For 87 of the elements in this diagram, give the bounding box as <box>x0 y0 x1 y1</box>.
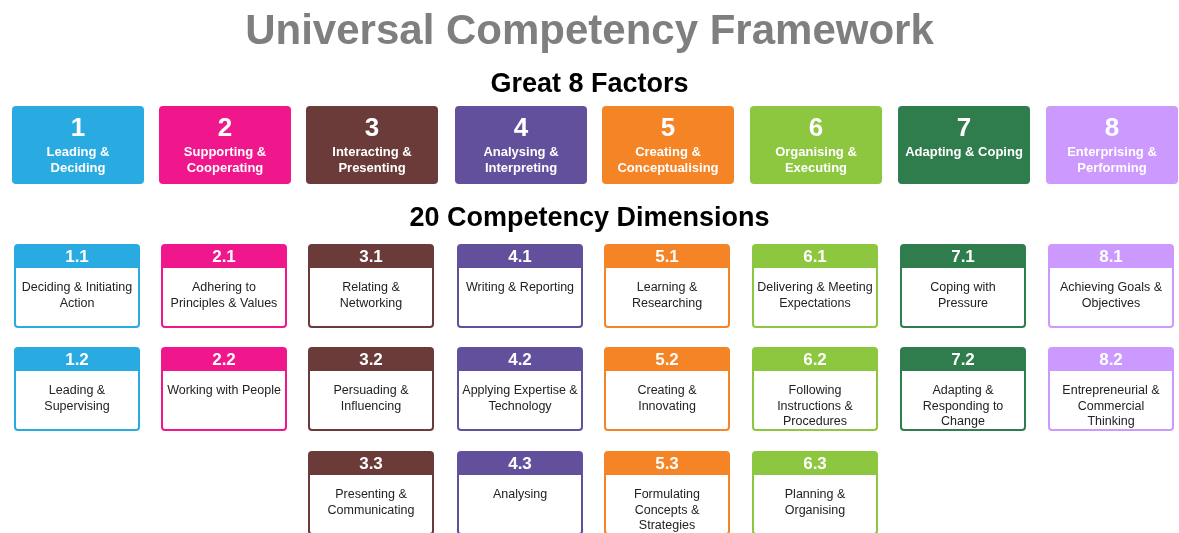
competency-number-header: 4.2 <box>459 349 581 371</box>
factor-number: 7 <box>955 112 973 142</box>
factor-card <box>750 106 882 184</box>
competency-card <box>14 347 140 431</box>
factor-name: Supporting & Cooperating <box>182 144 268 176</box>
competency-name: Delivering & Meeting Expectations <box>757 280 873 311</box>
competency-name: Working with People <box>166 383 282 399</box>
factor-name: Adapting & Coping <box>904 144 1024 160</box>
competency-number-header: 2.2 <box>163 349 285 371</box>
competency-card <box>1048 244 1174 328</box>
competency-number-header: 5.3 <box>606 453 728 475</box>
competency-card <box>457 347 583 431</box>
factor-card <box>455 106 587 184</box>
competency-number-header: 4.1 <box>459 246 581 268</box>
competency-name: Formulating Concepts & Strategies <box>633 487 701 533</box>
competency-name: Adhering to Principles & Values <box>169 280 279 311</box>
competency-number-header: 2.1 <box>163 246 285 268</box>
competency-card <box>604 347 730 431</box>
factor-card <box>898 106 1030 184</box>
competency-name: Persuading & Influencing <box>332 383 410 414</box>
competency-name: Writing & Reporting <box>464 280 576 296</box>
competency-number-header: 6.3 <box>754 453 876 475</box>
competency-number-header: 8.2 <box>1050 349 1172 371</box>
competency-card <box>752 244 878 328</box>
diagram-title: Universal Competency Framework <box>244 6 935 54</box>
competency-card <box>308 244 434 328</box>
competency-number-header: 8.1 <box>1050 246 1172 268</box>
factor-number: 4 <box>512 112 530 142</box>
competency-number-header: 3.2 <box>310 349 432 371</box>
competency-name: Planning & Organising <box>783 487 847 518</box>
factor-name: Leading & Deciding <box>45 144 111 176</box>
factor-number: 1 <box>69 112 87 142</box>
competency-number-header: 1.1 <box>16 246 138 268</box>
competency-number-header: 5.1 <box>606 246 728 268</box>
competency-card <box>900 347 1026 431</box>
factor-number: 8 <box>1103 112 1121 142</box>
competency-number-header: 3.3 <box>310 453 432 475</box>
factor-card <box>602 106 734 184</box>
competency-number-header: 5.2 <box>606 349 728 371</box>
factor-name: Organising & Executing <box>774 144 858 176</box>
factor-name: Creating & Conceptualising <box>616 144 720 176</box>
factor-name: Analysing & Interpreting <box>482 144 560 176</box>
competency-number-header: 4.3 <box>459 453 581 475</box>
competency-card <box>1048 347 1174 431</box>
competency-card <box>308 347 434 431</box>
competency-name: Coping with Pressure <box>929 280 997 311</box>
competency-card <box>604 451 730 533</box>
competency-number-header: 3.1 <box>310 246 432 268</box>
competency-number-header: 6.2 <box>754 349 876 371</box>
competency-name: Analysing <box>491 487 549 503</box>
section-heading: Great 8 Factors <box>489 68 690 99</box>
factor-card <box>306 106 438 184</box>
competency-card <box>14 244 140 328</box>
competency-name: Relating & Networking <box>338 280 404 311</box>
factor-card <box>159 106 291 184</box>
factor-number: 3 <box>363 112 381 142</box>
competency-name: Adapting & Responding to Change <box>921 383 1005 430</box>
competency-name: Entrepreneurial & Commercial Thinking <box>1061 383 1161 430</box>
factor-card <box>12 106 144 184</box>
factor-number: 2 <box>216 112 234 142</box>
competency-name: Achieving Goals & Objectives <box>1058 280 1164 311</box>
factor-name: Interacting & Presenting <box>331 144 413 176</box>
competency-name: Following Instructions & Procedures <box>776 383 854 430</box>
factor-number: 5 <box>659 112 677 142</box>
competency-card <box>161 347 287 431</box>
section-heading: 20 Competency Dimensions <box>408 202 771 233</box>
competency-card <box>308 451 434 533</box>
competency-number-header: 1.2 <box>16 349 138 371</box>
factor-name: Enterprising & Performing <box>1066 144 1158 176</box>
competency-card <box>752 451 878 533</box>
factor-card <box>1046 106 1178 184</box>
competency-name: Deciding & Initiating Action <box>20 280 134 311</box>
competency-name: Learning & Researching <box>630 280 704 311</box>
competency-number-header: 7.2 <box>902 349 1024 371</box>
competency-card <box>161 244 287 328</box>
competency-number-header: 7.1 <box>902 246 1024 268</box>
competency-card <box>752 347 878 431</box>
competency-name: Leading & Supervising <box>43 383 111 414</box>
competency-card <box>604 244 730 328</box>
competency-name: Applying Expertise & Technology <box>462 383 578 414</box>
competency-card <box>900 244 1026 328</box>
factor-number: 6 <box>807 112 825 142</box>
competency-card <box>457 451 583 533</box>
competency-name: Presenting & Communicating <box>326 487 416 518</box>
competency-card <box>457 244 583 328</box>
competency-name: Creating & Innovating <box>636 383 698 414</box>
competency-number-header: 6.1 <box>754 246 876 268</box>
